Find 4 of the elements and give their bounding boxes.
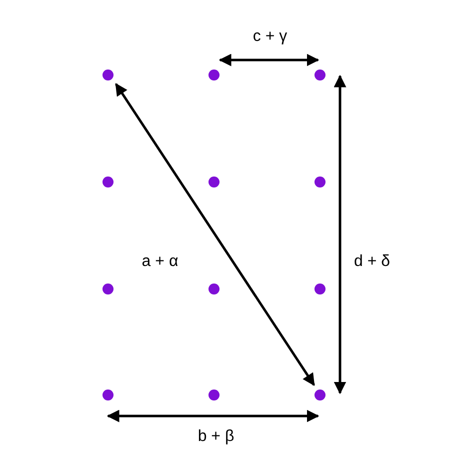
- dimension-label: d + δ: [354, 253, 390, 271]
- dimension-label: a + α: [142, 253, 178, 271]
- dimension-label: c + γ: [252, 28, 288, 46]
- dimension-label: b + β: [198, 428, 234, 446]
